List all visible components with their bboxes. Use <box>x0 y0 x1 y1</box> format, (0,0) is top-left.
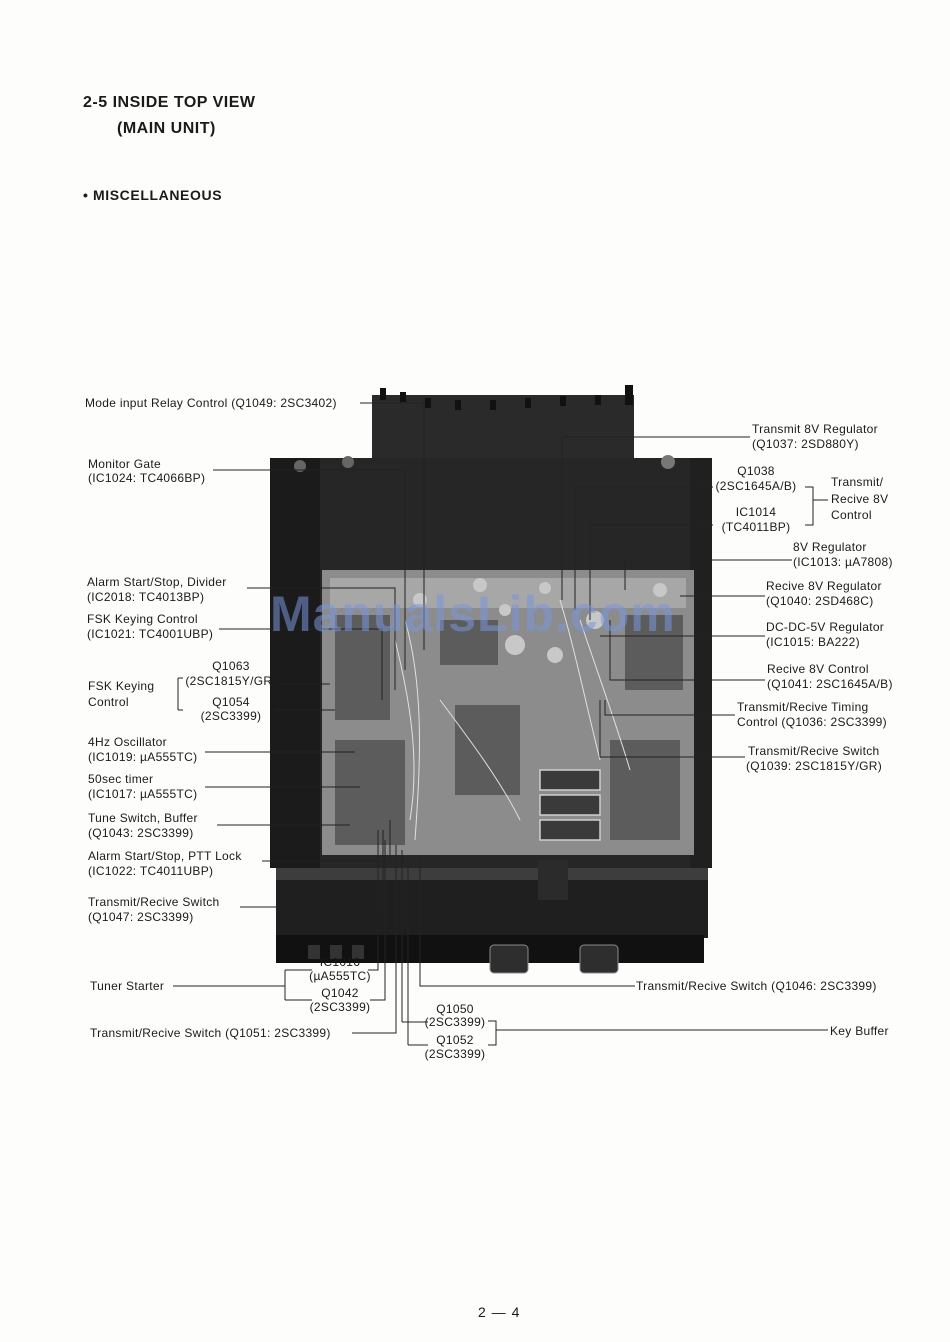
callout-recive-8v-regulator: Recive 8V Regulator <box>766 579 882 593</box>
callout-tr-8v-control-line3: Control <box>831 508 872 522</box>
callout-dcdc-5v-regulator: DC-DC-5V Regulator <box>766 620 885 634</box>
callout-q1050: Q1050 <box>436 1002 474 1016</box>
callout-q1063: Q1063 <box>212 659 250 673</box>
callout-q1063-part: (2SC1815Y/GR) <box>185 674 277 688</box>
callout-tuner-starter: Tuner Starter <box>90 979 165 993</box>
callout-tr-switch-q1047: Transmit/Recive Switch <box>88 895 220 909</box>
callout-ic1016-part: (µA555TC) <box>309 969 371 983</box>
callout-q1054-part: (2SC3399) <box>200 709 262 723</box>
callout-transmit-8v-regulator-part: (Q1037: 2SD880Y) <box>752 437 859 451</box>
callout-transmit-8v-regulator: Transmit 8V Regulator <box>752 422 878 436</box>
callout-tr-switch-q1051: Transmit/Recive Switch (Q1051: 2SC3399) <box>90 1026 331 1040</box>
callout-tune-switch: Tune Switch, Buffer <box>88 811 198 825</box>
callout-fsk-keying-control: FSK Keying Control <box>87 612 198 626</box>
callout-recive-8v-control: Recive 8V Control <box>767 662 869 676</box>
callout-ic1014-part: (TC4011BP) <box>721 520 791 534</box>
callout-q1050-part: (2SC3399) <box>424 1015 486 1029</box>
callout-q1052: Q1052 <box>436 1033 474 1047</box>
callout-4hz-oscillator-part: (IC1019: µA555TC) <box>88 750 198 764</box>
callout-tune-switch-part: (Q1043: 2SC3399) <box>88 826 194 840</box>
callout-8v-regulator: 8V Regulator <box>793 540 867 554</box>
section-title: 2-5 INSIDE TOP VIEW <box>83 94 256 111</box>
subheading: • MISCELLANEOUS <box>83 187 223 203</box>
callout-alarm-divider: Alarm Start/Stop, Divider <box>87 575 227 589</box>
callout-alarm-divider-part: (IC2018: TC4013BP) <box>87 590 205 604</box>
callout-monitor-gate-part: (IC1024: TC4066BP) <box>88 471 206 485</box>
callout-fsk-keying-control-part: (IC1021: TC4001UBP) <box>87 627 214 641</box>
callout-fsk-keying-group-line2: Control <box>88 695 129 709</box>
callout-tr-timing-control: Transmit/Recive Timing <box>737 700 869 714</box>
callout-alarm-ptt-lock: Alarm Start/Stop, PTT Lock <box>88 849 242 863</box>
callout-ic1014: IC1014 <box>735 505 777 519</box>
callout-dcdc-5v-regulator-part: (IC1015: BA222) <box>766 635 860 649</box>
callout-tr-8v-control: Transmit/ <box>831 475 884 489</box>
callout-fsk-keying-group: FSK Keying <box>88 679 155 693</box>
callout-4hz-oscillator: 4Hz Oscillator <box>88 735 167 749</box>
callout-8v-regulator-part: (IC1013: µA7808) <box>793 555 893 569</box>
callout-50sec-timer: 50sec timer <box>88 772 154 786</box>
page-number: 2 — 4 <box>478 1304 521 1320</box>
callout-tr-8v-control-line2: Recive 8V <box>831 492 889 506</box>
callout-mode-input-relay: Mode input Relay Control (Q1049: 2SC3402… <box>85 396 337 410</box>
callout-q1052-part: (2SC3399) <box>424 1047 486 1061</box>
callout-q1038-part: (2SC1645A/B) <box>715 479 797 493</box>
callout-tr-switch-q1047-part: (Q1047: 2SC3399) <box>88 910 194 924</box>
callout-50sec-timer-part: (IC1017: µA555TC) <box>88 787 198 801</box>
callout-tr-switch-q1046: Transmit/Recive Switch (Q1046: 2SC3399) <box>636 979 877 993</box>
callout-tr-switch-q1039-part: (Q1039: 2SC1815Y/GR) <box>746 759 883 773</box>
callout-key-buffer: Key Buffer <box>830 1024 889 1038</box>
callout-q1042: Q1042 <box>321 986 359 1000</box>
callout-monitor-gate: Monitor Gate <box>88 457 161 471</box>
callout-recive-8v-control-part: (Q1041: 2SC1645A/B) <box>767 677 893 691</box>
callout-q1054: Q1054 <box>212 695 250 709</box>
callout-q1042-part: (2SC3399) <box>309 1000 371 1014</box>
section-title-line2: (MAIN UNIT) <box>117 120 216 137</box>
callout-alarm-ptt-lock-part: (IC1022: TC4011UBP) <box>88 864 214 878</box>
callout-recive-8v-regulator-part: (Q1040: 2SD468C) <box>766 594 874 608</box>
callout-q1038: Q1038 <box>737 464 775 478</box>
callout-tr-timing-control-part: Control (Q1036: 2SC3399) <box>737 715 887 729</box>
callout-tr-switch-q1039: Transmit/Recive Switch <box>748 744 880 758</box>
callout-ic1016: IC1016 <box>319 955 361 969</box>
watermark: ManualsLib.com <box>270 586 676 642</box>
